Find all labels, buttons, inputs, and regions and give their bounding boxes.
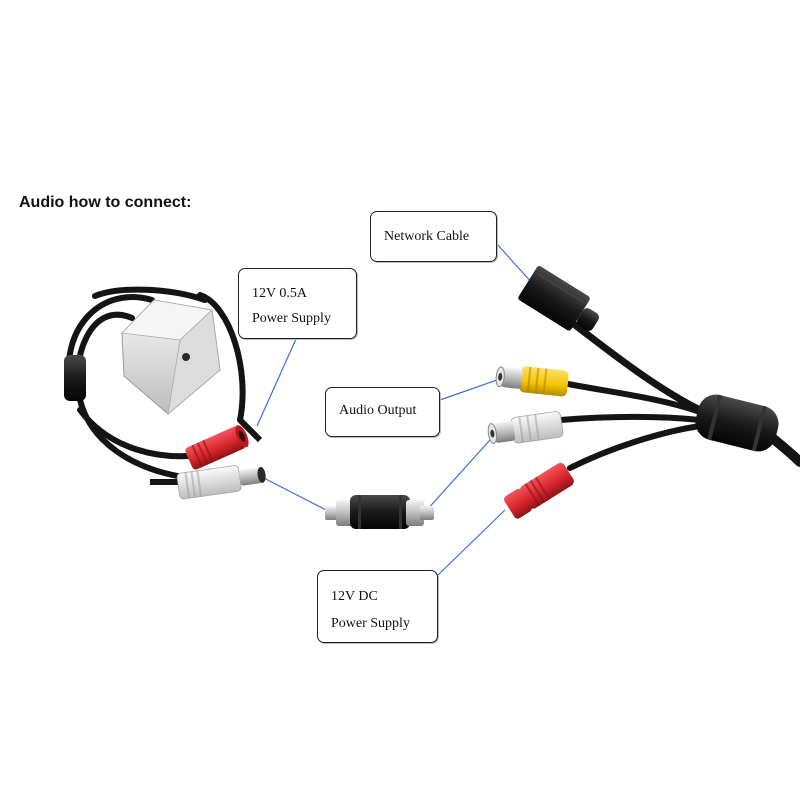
callout-label: Network Cable: [384, 229, 470, 244]
leader-network-cable: [496, 243, 533, 284]
callout-label-line2: Power Supply: [252, 311, 331, 326]
white-rca-female-jack: [150, 465, 266, 500]
leader-lines: [256, 243, 533, 576]
leader-coupler-right: [424, 439, 491, 513]
callout-label: Audio Output: [339, 403, 417, 418]
white-rca-jack: [487, 411, 564, 444]
callout-12v-05a-power-supply: 12V 0.5A Power Supply: [238, 268, 357, 339]
microphone-module: [121, 299, 221, 416]
ferrite-bead-large: [695, 394, 779, 452]
red-dc-plug: [504, 462, 574, 519]
rca-coupler: [325, 495, 434, 529]
red-rca-female-jack: [185, 417, 263, 470]
rj45-plug: [518, 266, 600, 331]
leader-12vdc: [437, 509, 506, 576]
leader-power-supply-05a: [256, 338, 297, 427]
callout-12v-dc-power-supply: 12V DC Power Supply: [317, 570, 438, 643]
page-title: Audio how to connect:: [19, 194, 192, 211]
callout-label-line1: 12V DC: [331, 589, 378, 604]
yellow-rca-jack: [495, 366, 569, 397]
callout-audio-output: Audio Output: [325, 387, 440, 437]
mic-hole-icon: [182, 353, 190, 361]
leader-coupler-left: [257, 474, 331, 513]
callout-network-cable: Network Cable: [370, 211, 497, 262]
leader-audio-output: [439, 379, 498, 401]
ferrite-bead-small: [64, 355, 86, 401]
callout-label-line1: 12V 0.5A: [252, 286, 307, 301]
callout-label-line2: Power Supply: [331, 616, 410, 631]
